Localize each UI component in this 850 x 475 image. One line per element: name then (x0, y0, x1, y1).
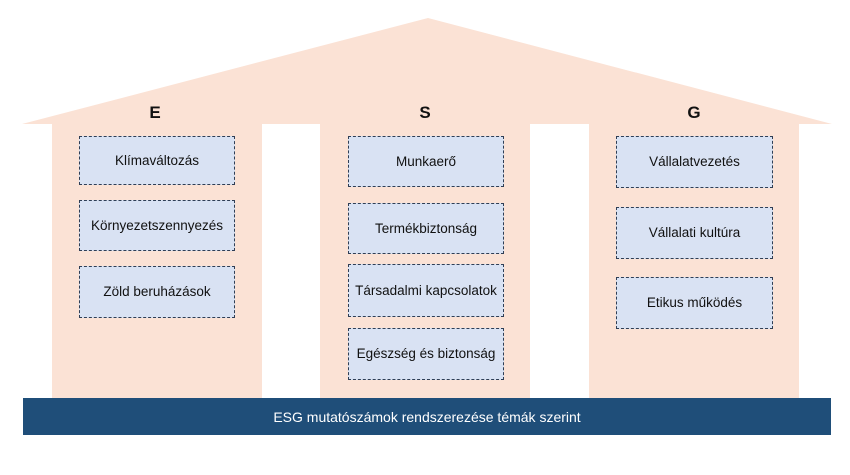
topic-corporate-culture: Vállalati kultúra (616, 207, 773, 259)
topic-product-safety: Termékbiztonság (348, 203, 504, 254)
topic-workforce: Munkaerő (348, 136, 504, 187)
roof (22, 18, 832, 124)
topic-corporate-governance: Vállalatvezetés (616, 136, 773, 188)
base-banner: ESG mutatószámok rendszerezése témák sze… (23, 398, 831, 435)
topic-health-safety: Egészség és biztonság (348, 328, 504, 380)
pillar-letter-s: S (419, 103, 431, 122)
topic-social-relations: Társadalmi kapcsolatok (348, 264, 504, 317)
topic-green-investments: Zöld beruházások (79, 266, 235, 318)
topic-ethical-operation: Etikus működés (616, 277, 773, 329)
topic-pollution: Környezetszennyezés (79, 200, 235, 251)
pillar-letter-g: G (687, 103, 701, 122)
topic-climate-change: Klímaváltozás (79, 136, 235, 185)
pillar-letter-e: E (149, 103, 161, 122)
